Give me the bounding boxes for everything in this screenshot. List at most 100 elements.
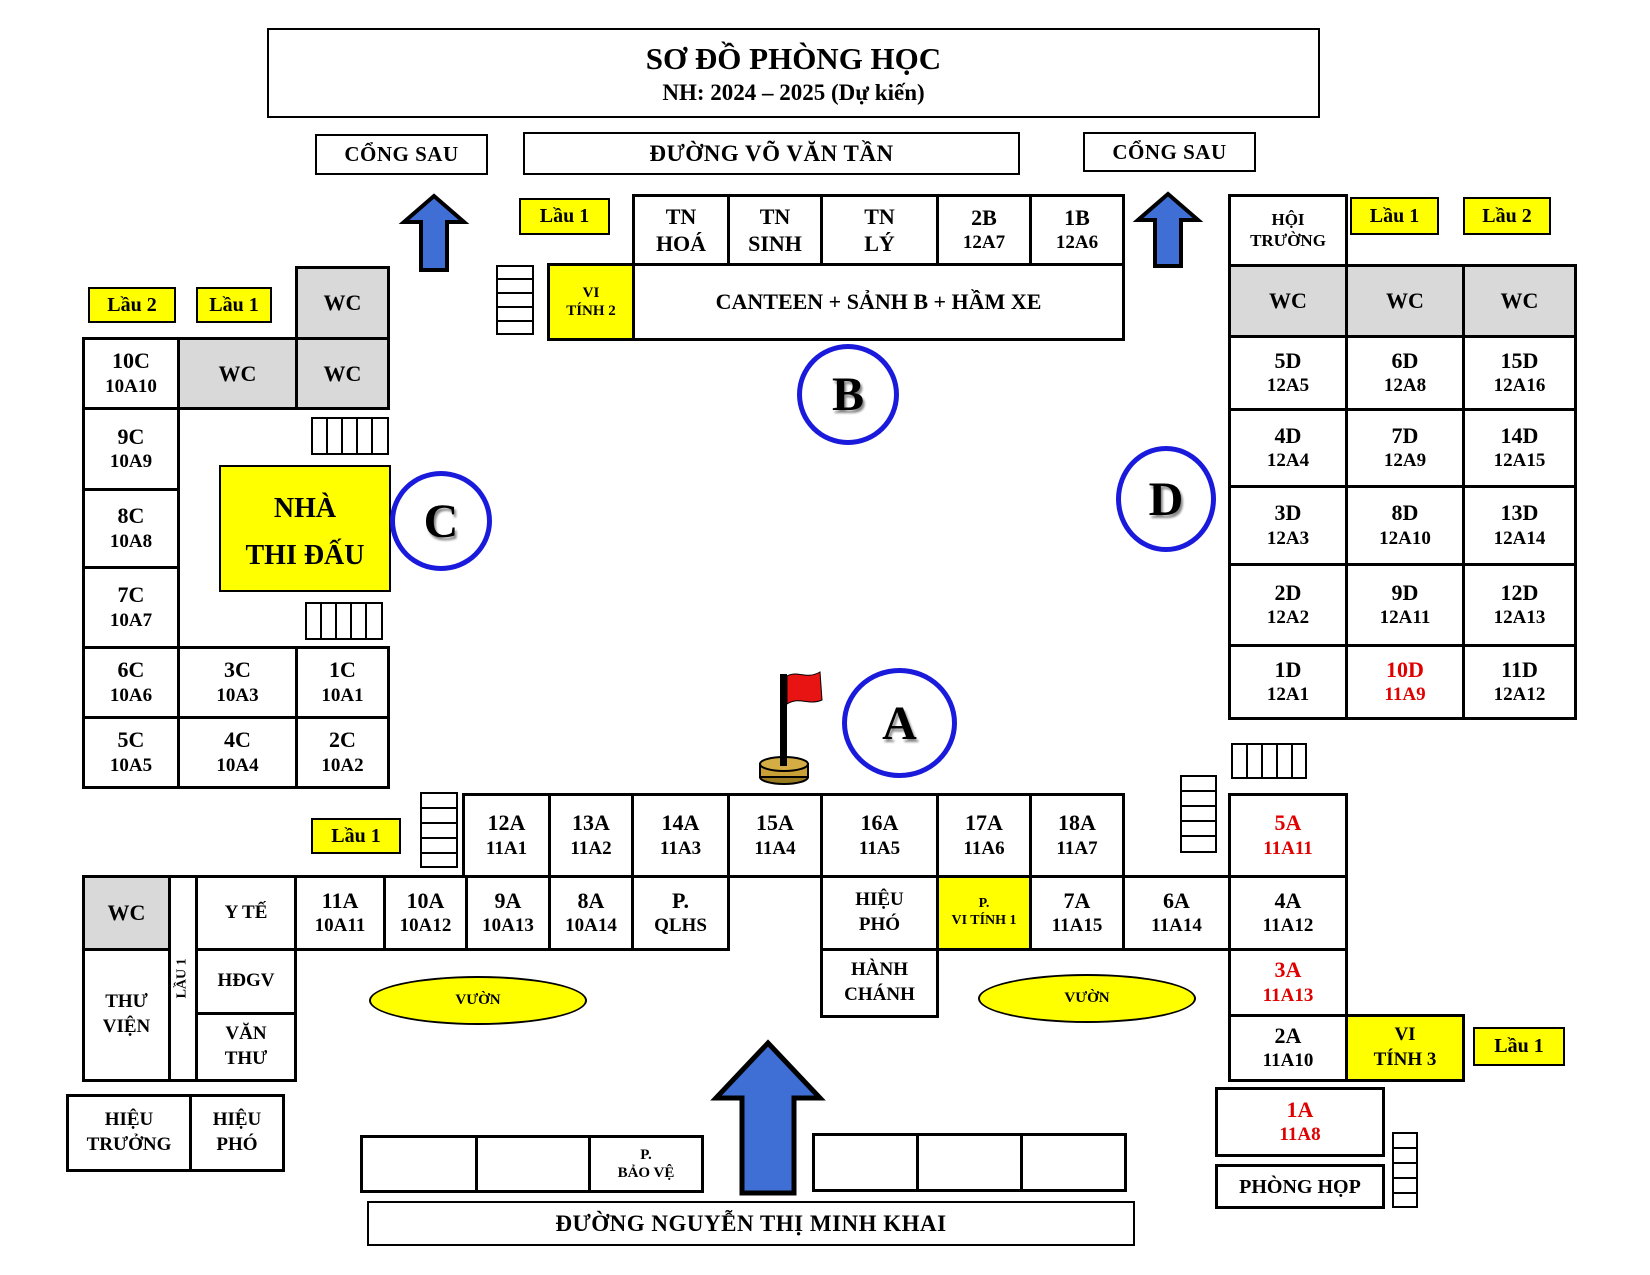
room-label: 8A [577, 887, 605, 913]
stairs-a-bottom-icon [1392, 1132, 1418, 1208]
arrow-up-right-icon [1132, 191, 1204, 268]
floor-tag-lau2-c: Lầu 2 [88, 287, 176, 323]
room-label: 4D [1274, 422, 1302, 448]
room-5c: 5C 10A5 [82, 716, 180, 789]
room-label: 8D [1391, 500, 1419, 526]
block-d-marker: D [1116, 446, 1216, 552]
room-label: 2D [1274, 579, 1302, 605]
room-class: 11A14 [1151, 915, 1202, 937]
room-label: VI [1394, 1024, 1416, 1046]
bao-ve: P. BẢO VỆ [588, 1135, 704, 1193]
block-b-marker: B [797, 344, 899, 445]
room-p: P.QLHS [631, 875, 730, 951]
stairs-b-icon [496, 265, 534, 335]
office-label: HIỆU [855, 889, 904, 911]
room-class: 12A5 [1266, 375, 1310, 397]
wc-d-3: WC [1462, 264, 1577, 338]
wc-d-1: WC [1228, 264, 1348, 338]
room-class: 11A12 [1262, 915, 1314, 937]
stairs-c-top-icon [311, 417, 389, 455]
room-label: 1D [1274, 656, 1302, 682]
phong-hop: PHÒNG HỌP [1215, 1164, 1385, 1209]
back-gate-right: CỔNG SAU [1083, 132, 1256, 172]
room-label: 16A [860, 810, 899, 836]
office-label: HIỆU [212, 1109, 262, 1131]
room-vi-tinh-2: VI TÍNH 2 [547, 263, 635, 341]
block-c-marker: C [390, 471, 492, 571]
lau1-vertical-label: LẦU 1 [174, 958, 190, 999]
room-10c: 10C 10A10 [82, 337, 180, 410]
room-class: 12A2 [1266, 607, 1310, 629]
room-class: TÍNH 3 [1373, 1049, 1437, 1070]
room-label: 5D [1274, 347, 1302, 373]
van-thu: VĂN THƯ [195, 1012, 297, 1082]
room-class: 11A4 [754, 837, 796, 859]
room-class: 10A4 [216, 754, 259, 776]
block-a-marker: A [842, 668, 957, 778]
gym-label: NHÀ [273, 493, 337, 525]
room-class: 11A15 [1051, 915, 1103, 937]
room-label: 5C [117, 727, 145, 753]
hieu-pho-center: HIỆU PHÓ [820, 875, 939, 951]
canteen: CANTEEN + SẢNH B + HẦM XE [632, 263, 1125, 341]
road-nguyen-thi-minh-khai: ĐƯỜNG NGUYỄN THỊ MINH KHAI [367, 1201, 1135, 1246]
room-4c: 4C 10A4 [177, 716, 298, 789]
stairs-a-top-icon [1231, 743, 1307, 779]
room-class: 10A10 [105, 375, 157, 397]
p-vi-tinh-1: P. VI TÍNH 1 [936, 875, 1032, 951]
room-label: 3A [1274, 957, 1302, 983]
room-3c: 3C 10A3 [177, 646, 298, 719]
library-label: THƯ [105, 991, 148, 1013]
gym-label-2: THI ĐẤU [245, 539, 365, 571]
room-tn-hoa: TN HOÁ [632, 194, 730, 266]
room-label: P. [978, 896, 990, 912]
room-label: 15A [756, 810, 794, 836]
back-gate-left: CỔNG SAU [315, 134, 488, 175]
office-label-2: TRƯỞNG [86, 1134, 172, 1155]
gate-room-6 [1020, 1133, 1127, 1192]
gate-room-4 [812, 1133, 919, 1192]
wc-label: WC [1386, 288, 1424, 314]
hanh-chanh: HÀNH CHÁNH [820, 948, 939, 1018]
hoi-truong: HỘI TRƯỜNG [1228, 194, 1348, 267]
room-class: 11A3 [659, 837, 702, 859]
wc-label: WC [107, 900, 146, 926]
van-thu-label: VĂN [225, 1023, 267, 1045]
room-class: 10A8 [109, 530, 153, 552]
room-label: P. [672, 887, 689, 913]
lau1-passage: LẦU 1 [168, 875, 198, 1082]
wc-label: WC [323, 360, 362, 386]
room-class: 11A13 [1262, 984, 1314, 1006]
room-1b: 1B 12A6 [1029, 194, 1125, 266]
room-class: 12A14 [1493, 527, 1546, 549]
room-label: 4A [1274, 887, 1302, 913]
arrow-up-main-icon [710, 1039, 826, 1196]
room-class: 11A10 [1262, 1050, 1314, 1072]
room-class: 11A2 [570, 837, 612, 859]
room-label: 6D [1391, 347, 1419, 373]
garden-left: VƯỜN [369, 976, 587, 1025]
room-2b: 2B 12A7 [936, 194, 1032, 266]
room-class: VI TÍNH 1 [951, 913, 1017, 928]
room-label: 2A [1274, 1022, 1302, 1048]
floor-tag-lau1-c: Lầu 1 [196, 287, 272, 323]
room-label: 12D [1500, 579, 1539, 605]
room-class: 10A2 [321, 754, 364, 776]
office-label: HÀNH [851, 959, 908, 981]
title-box: SƠ ĐỒ PHÒNG HỌC NH: 2024 – 2025 (Dự kiến… [267, 28, 1320, 118]
floor-tag-lau2-d: Lầu 2 [1463, 197, 1551, 235]
room-label: 13A [572, 810, 610, 836]
thu-vien: THƯ VIỆN [82, 948, 171, 1082]
